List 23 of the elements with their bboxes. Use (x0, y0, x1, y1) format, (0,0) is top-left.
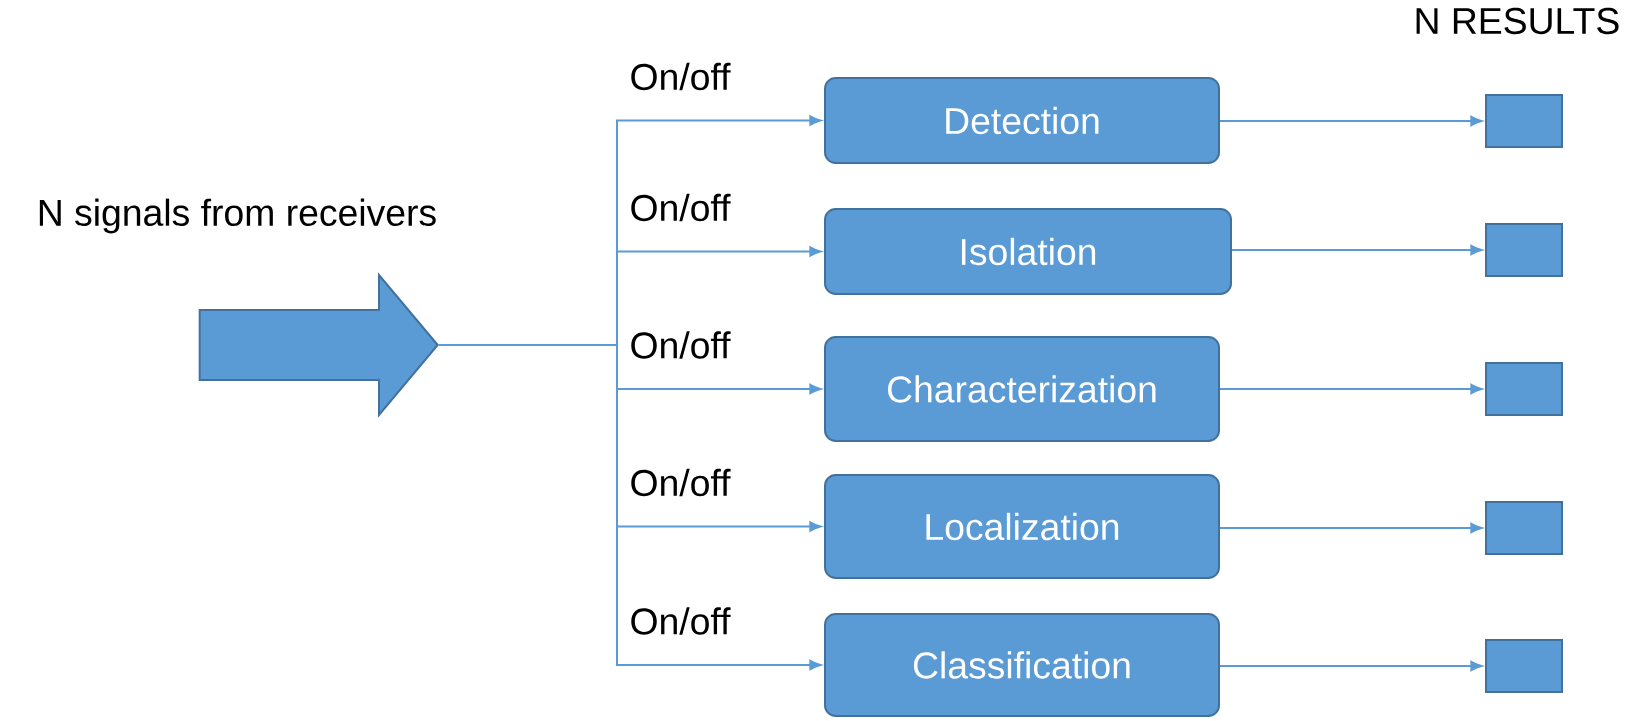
result-square (1485, 362, 1563, 416)
caption-text: N signals from receivers (39, 198, 436, 234)
result-square (1485, 223, 1563, 277)
edge-label: On/off (631, 468, 731, 497)
arrow (1219, 115, 1483, 127)
process-box: Isolation (824, 207, 1232, 296)
process-box: Detection (824, 76, 1220, 165)
edge-label: On/off (631, 193, 731, 222)
heading-label: N RESULTS (1416, 7, 1619, 35)
arrow (438, 344, 822, 671)
result-square (1485, 94, 1563, 148)
arrow (1219, 383, 1483, 395)
arrow (1231, 244, 1483, 256)
arrow (1219, 660, 1483, 672)
edge-label: On/off (631, 607, 731, 635)
process-box: Localization (824, 474, 1220, 579)
edge-label: On/off (631, 331, 731, 359)
result-square (1485, 501, 1563, 555)
result-square (1485, 639, 1563, 693)
arrow (1219, 522, 1483, 534)
edge-label: On/off (631, 62, 731, 91)
process-box: Classification (824, 613, 1220, 717)
process-box: Characterization (824, 336, 1220, 442)
